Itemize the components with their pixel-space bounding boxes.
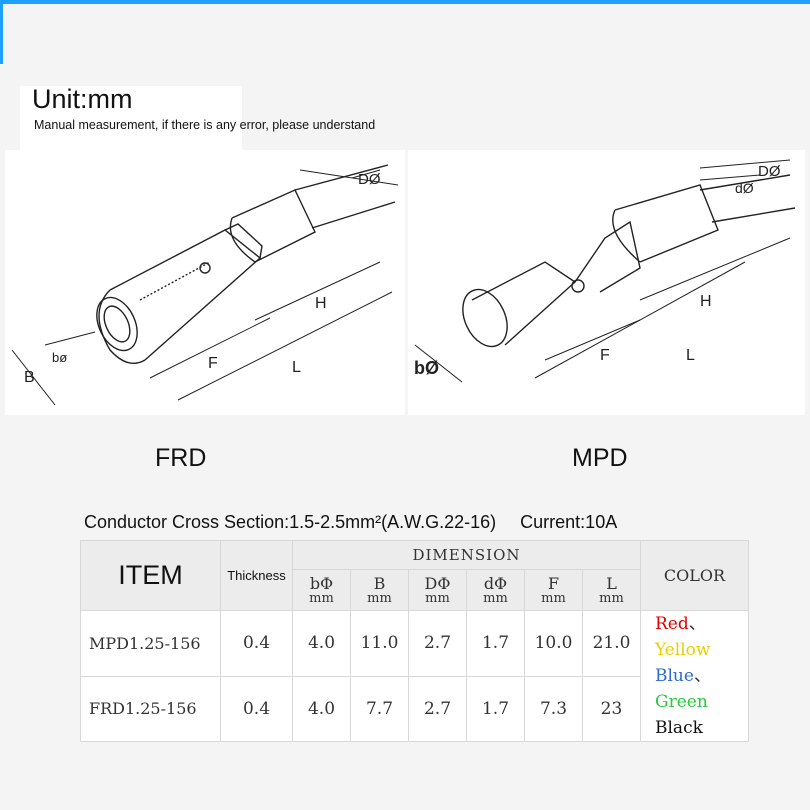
mpd-dim-H: H bbox=[700, 293, 712, 310]
measurement-note: Manual measurement, if there is any erro… bbox=[34, 118, 376, 132]
frd-dim-b: bø bbox=[52, 350, 67, 365]
value-cell: 2.7 bbox=[408, 675, 467, 742]
color-black: Black bbox=[655, 718, 703, 738]
frd-terminal-drawing bbox=[11, 164, 399, 406]
value-cell: 7.7 bbox=[350, 675, 409, 742]
value-cell: 1.7 bbox=[466, 610, 525, 677]
color-list: Red、Yellow Blue、Green Black bbox=[640, 610, 749, 742]
color-separator: 、 bbox=[688, 614, 706, 634]
value-cell: 4.0 bbox=[292, 675, 351, 742]
value-cell: 23 bbox=[582, 675, 641, 742]
frd-label: FRD bbox=[155, 444, 207, 472]
conductor-cross-section: Conductor Cross Section:1.5-2.5mm²(A.W.G… bbox=[84, 512, 497, 532]
color-blue: Blue bbox=[655, 666, 694, 686]
mpd-dim-b: bØ bbox=[414, 358, 439, 378]
frd-drawing-bg bbox=[5, 150, 405, 415]
frd-dim-H: H bbox=[315, 295, 327, 312]
left-accent-bar bbox=[0, 4, 3, 64]
value-cell: 1.7 bbox=[466, 675, 525, 742]
item-cell: FRD1.25-156 bbox=[80, 675, 221, 742]
value-cell: 21.0 bbox=[582, 610, 641, 677]
mpd-dim-d: dØ bbox=[735, 180, 754, 196]
mpd-dim-L: L bbox=[686, 347, 695, 364]
color-separator: 、 bbox=[693, 666, 711, 686]
item-cell: MPD1.25-156 bbox=[80, 610, 221, 677]
table-row: MPD1.25-156 0.4 4.0 11.0 2.7 1.7 10.0 21… bbox=[80, 610, 749, 742]
frd-dim-F: F bbox=[208, 355, 218, 372]
terminal-drawings: DØ bø B F H L DØ dØ bØ F H L bbox=[5, 150, 805, 415]
value-cell: 11.0 bbox=[350, 610, 409, 677]
thickness-header: Thickness bbox=[220, 540, 293, 611]
value-cell: 7.3 bbox=[524, 675, 583, 742]
color-red: Red bbox=[655, 614, 689, 634]
unit-title: Unit:mm bbox=[32, 84, 133, 114]
dimension-header: DIMENSION bbox=[292, 540, 641, 570]
thickness-cell: 0.4 bbox=[220, 610, 293, 677]
current-rating: Current:10A bbox=[520, 512, 618, 532]
item-header: ITEM bbox=[80, 540, 221, 611]
header-row: ITEM Thickness DIMENSION COLOR bbox=[80, 540, 749, 611]
thickness-cell: 0.4 bbox=[220, 675, 293, 742]
mpd-drawing-bg bbox=[408, 150, 805, 415]
value-cell: 10.0 bbox=[524, 610, 583, 677]
mpd-label: MPD bbox=[572, 444, 628, 472]
frd-dim-B: B bbox=[24, 369, 35, 386]
color-yellow: Yellow bbox=[655, 640, 711, 660]
mpd-terminal-drawing bbox=[414, 159, 796, 383]
frd-dim-L: L bbox=[292, 359, 301, 376]
table-row: FRD1.25-156 0.4 4.0 7.7 2.7 1.7 7.3 23 bbox=[80, 675, 749, 742]
unit-box bbox=[20, 86, 242, 152]
frd-dim-d: DØ bbox=[358, 171, 381, 188]
color-header: COLOR bbox=[640, 540, 749, 611]
value-cell: 4.0 bbox=[292, 610, 351, 677]
color-green: Green bbox=[655, 692, 708, 712]
top-accent-bar bbox=[0, 0, 810, 4]
conductor-spec-line: Conductor Cross Section:1.5-2.5mm²(A.W.G… bbox=[84, 512, 617, 533]
value-cell: 2.7 bbox=[408, 610, 467, 677]
mpd-dim-D: DØ bbox=[758, 163, 781, 180]
mpd-dim-F: F bbox=[600, 347, 610, 364]
